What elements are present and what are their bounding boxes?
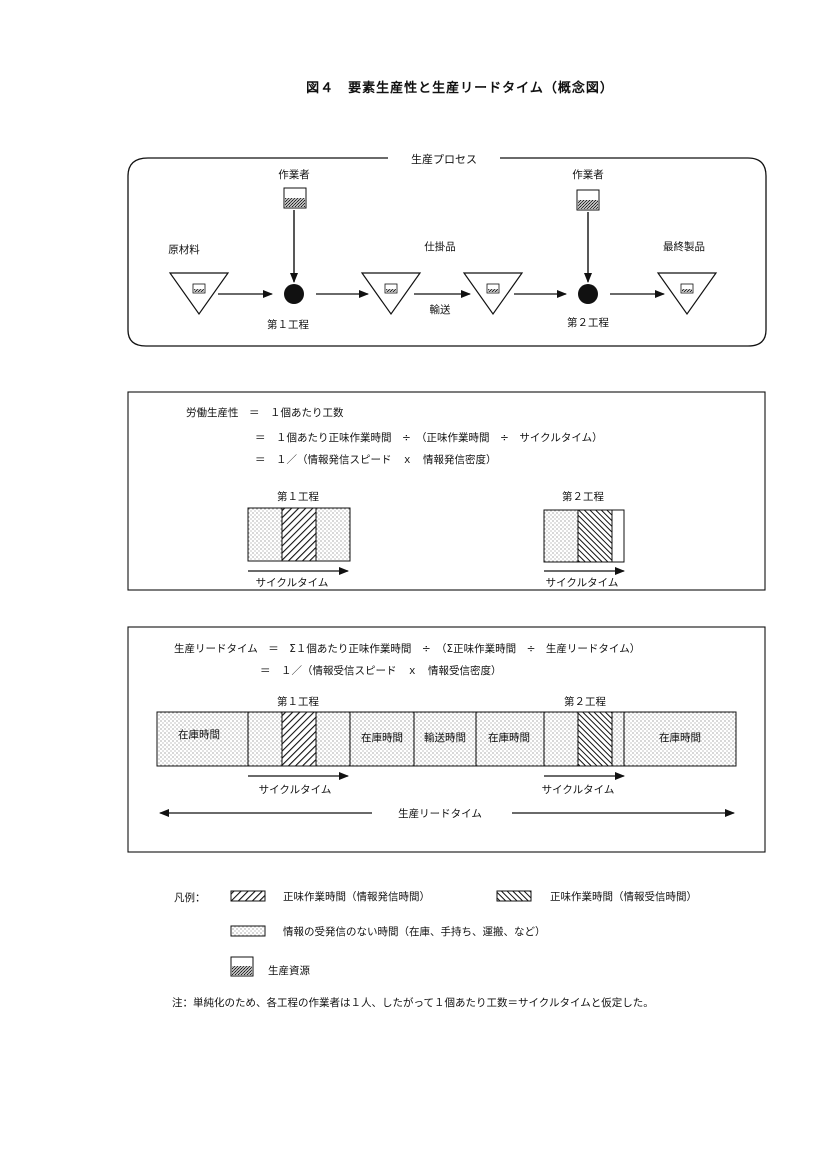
step1-label: 第１工程	[267, 318, 309, 331]
inventory-triangle-wip-2	[462, 272, 524, 316]
process-node-1	[284, 284, 304, 304]
legend-net-send: 正味作業時間（情報発信時間）	[283, 890, 430, 903]
cycle-label-4: サイクルタイム	[542, 784, 615, 796]
inventory-triangle-finished	[656, 272, 718, 316]
legend-idle: 情報の受発信のない時間（在庫、手持ち、運搬、など）	[283, 925, 546, 938]
cycle-label-1: サイクルタイム	[256, 577, 329, 589]
figure-title: 図４ 要素生産性と生産リードタイム（概念図）	[306, 80, 614, 96]
process-label: 生産プロセス	[411, 152, 477, 166]
inventory-triangle-wip-1	[360, 272, 422, 316]
raw-material-label: 原材料	[168, 243, 200, 256]
leadtime-section: 生産リードタイム ＝ Σ１個あたり正味作業時間 ÷ （Σ正味作業時間 ÷ 生産リ…	[127, 626, 766, 853]
productivity-line-1: 労働生産性 ＝ １個あたり工数	[186, 406, 344, 419]
cycle-label-2: サイクルタイム	[546, 577, 619, 589]
leadtime-line-2: ＝ １／（情報受信スピード ｘ 情報受信密度）	[260, 664, 502, 677]
productivity-line-2: ＝ １個あたり正味作業時間 ÷ （正味作業時間 ÷ サイクルタイム）	[255, 431, 603, 444]
step2-label: 第２工程	[567, 316, 609, 329]
productivity-line-3: ＝ １／（情報発信スピード ｘ 情報発信密度）	[255, 453, 497, 466]
legend-resource: 生産資源	[268, 964, 310, 977]
inventory-time-label: 在庫時間	[361, 731, 403, 744]
leadtime-bar	[156, 711, 737, 767]
legend-net-recv: 正味作業時間（情報受信時間）	[550, 890, 697, 903]
resource-icon	[576, 189, 600, 211]
productivity-step2-label: 第２工程	[562, 490, 604, 503]
leadtime-step2-label: 第２工程	[564, 695, 606, 708]
worker-label-2: 作業者	[572, 168, 604, 181]
productivity-step1-label: 第１工程	[277, 490, 319, 503]
worker-label-1: 作業者	[278, 168, 310, 181]
inventory-triangle-raw	[168, 272, 230, 316]
inventory-time-label: 在庫時間	[488, 731, 530, 744]
wip-label: 仕掛品	[424, 240, 456, 253]
finished-product-label: 最終製品	[663, 240, 705, 253]
inventory-time-label: 在庫時間	[659, 731, 701, 744]
production-process-section: 生産プロセス 作業者 作業者 原材料 仕掛品 最終製品	[127, 152, 767, 347]
inventory-time-label: 在庫時間	[178, 728, 220, 741]
process-node-2	[578, 284, 598, 304]
legend-swatch-resource	[230, 956, 254, 977]
leadtime-step1-label: 第１工程	[277, 695, 319, 708]
transport-time-label: 輸送時間	[424, 731, 466, 744]
resource-icon	[283, 187, 307, 209]
legend-swatch-net-send	[230, 890, 266, 902]
legend-prefix: 凡例：	[174, 891, 206, 904]
legend-swatch-net-recv	[496, 890, 532, 902]
legend-swatch-idle	[230, 925, 266, 937]
legend: 凡例： 正味作業時間（情報発信時間） 正味作業時間（情報受信時間） 情報の受発信…	[174, 890, 697, 977]
transport-label: 輸送	[430, 303, 451, 316]
leadtime-total-label: 生産リードタイム	[398, 807, 482, 820]
leadtime-line-1: 生産リードタイム ＝ Σ１個あたり正味作業時間 ÷ （Σ正味作業時間 ÷ 生産リ…	[174, 642, 640, 655]
footnote: 注：単純化のため、各工程の作業者は１人、したがって１個あたり工数＝サイクルタイム…	[172, 996, 654, 1009]
cycle-label-3: サイクルタイム	[259, 784, 332, 796]
cycle-bar-step1	[247, 507, 351, 562]
productivity-section: 労働生産性 ＝ １個あたり工数 ＝ １個あたり正味作業時間 ÷ （正味作業時間 …	[127, 391, 766, 591]
cycle-bar-step2	[543, 509, 625, 563]
